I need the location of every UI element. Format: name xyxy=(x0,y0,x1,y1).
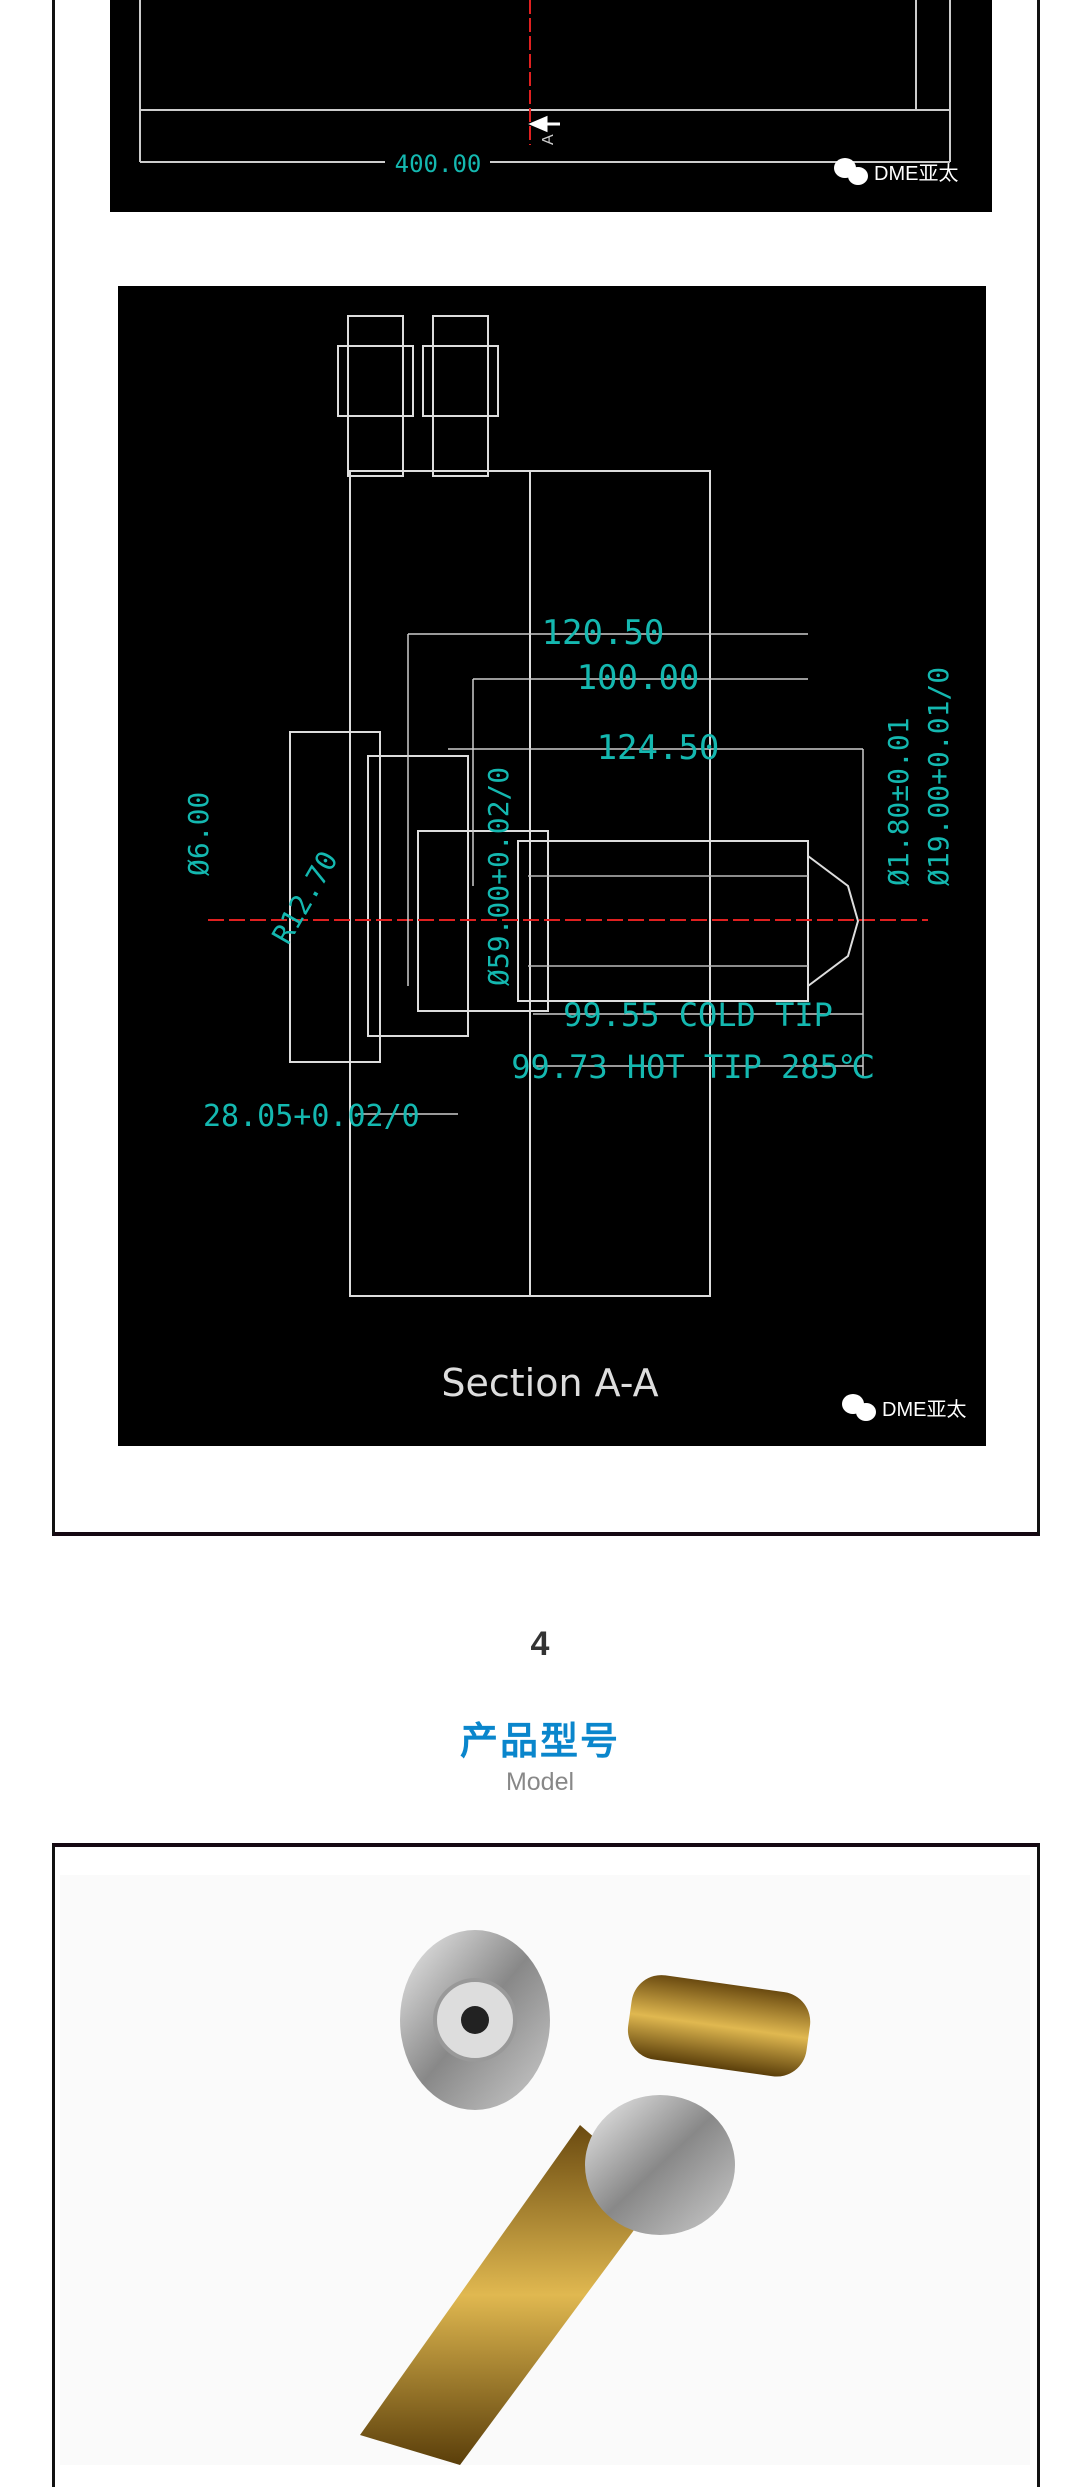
dim-100-00: 100.00 xyxy=(577,658,700,698)
section-title: 产品型号 xyxy=(459,1721,620,1763)
dim-hot-tip: 99.73 HOT TIP 285℃ xyxy=(511,1048,874,1086)
section-marker: A xyxy=(540,134,557,145)
dim-cold-tip: 99.55 COLD TIP xyxy=(563,996,833,1034)
wechat-icon xyxy=(842,1394,876,1421)
wechat-icon xyxy=(834,158,868,185)
product-photo xyxy=(60,1875,1030,2465)
dim-28-05: 28.05+0.02/0 xyxy=(203,1099,420,1134)
section-number: 4 xyxy=(530,1625,550,1663)
section-caption: Section A-A xyxy=(441,1361,658,1405)
dim-124-50: 124.50 xyxy=(597,728,720,768)
cad-drawing-section: 120.50 100.00 124.50 Ø1.80±0.01 Ø19.00+0… xyxy=(118,286,986,1446)
watermark: DME亚太 xyxy=(882,1398,966,1421)
dim-120-50: 120.50 xyxy=(542,613,665,653)
dimension-label: 400.00 xyxy=(395,150,482,178)
watermark: DME亚太 xyxy=(874,162,958,185)
content-frame-bottom xyxy=(52,1843,1040,2487)
dim-6-00: Ø6.00 xyxy=(182,792,215,876)
dim-19-00: Ø19.00+0.01/0 xyxy=(922,667,955,886)
section-subtitle: Model xyxy=(505,1768,575,1796)
dim-1-80: Ø1.80±0.01 xyxy=(882,717,915,886)
cad-drawing-top: A 400.00 DME亚太 xyxy=(110,0,992,212)
content-frame-top xyxy=(52,0,1040,1536)
dim-59-00: Ø59.00+0.02/0 xyxy=(482,767,515,986)
dim-r12-70: R12.70 xyxy=(265,845,344,949)
